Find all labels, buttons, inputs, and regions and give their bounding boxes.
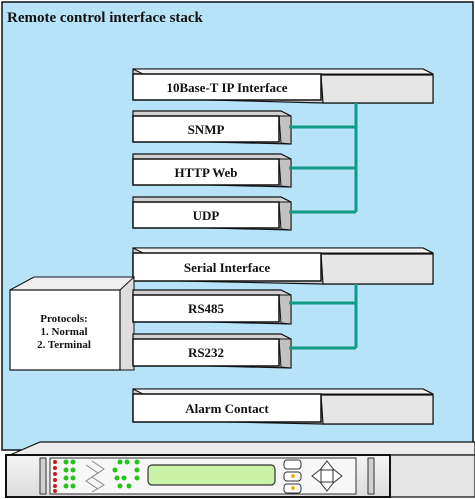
rack-device xyxy=(5,441,475,498)
http-web-label: HTTP Web xyxy=(175,165,238,180)
rs232-label: RS232 xyxy=(188,345,224,360)
green-status-leds xyxy=(63,459,140,489)
serial-connector xyxy=(289,284,358,350)
snmp-label: SNMP xyxy=(188,122,225,137)
ethernet-connector xyxy=(289,103,358,214)
device-button xyxy=(283,459,302,470)
alarm-contact-label: Alarm Contact xyxy=(185,401,269,416)
protocols-box: Protocols: 1. Normal 2. Terminal xyxy=(9,275,135,371)
rs232-block: RS232 xyxy=(132,333,292,369)
rs485-block: RS485 xyxy=(132,289,292,325)
lcd-display xyxy=(147,464,276,486)
rs485-label: RS485 xyxy=(188,301,225,316)
protocol-item: 2. Terminal xyxy=(37,339,91,351)
udp-label: UDP xyxy=(193,208,220,223)
ip-interface-label: 10Base-T IP Interface xyxy=(166,80,287,95)
protocols-heading: Protocols: xyxy=(40,313,87,325)
http-web-block: HTTP Web xyxy=(132,153,292,188)
port-icon xyxy=(85,460,105,493)
protocol-item: 1. Normal xyxy=(40,326,87,338)
serial-interface-label: Serial Interface xyxy=(184,260,271,275)
ip-interface-block: 10Base-T IP Interface xyxy=(132,68,434,104)
navigation-keypad-icon xyxy=(311,460,343,492)
page-title: Remote control interface stack xyxy=(7,10,204,26)
alarm-contact-block: Alarm Contact xyxy=(132,388,434,425)
udp-block: UDP xyxy=(132,196,292,231)
snmp-block: SNMP xyxy=(132,110,292,145)
red-status-leds xyxy=(53,460,57,493)
serial-interface-block: Serial Interface xyxy=(132,247,434,285)
